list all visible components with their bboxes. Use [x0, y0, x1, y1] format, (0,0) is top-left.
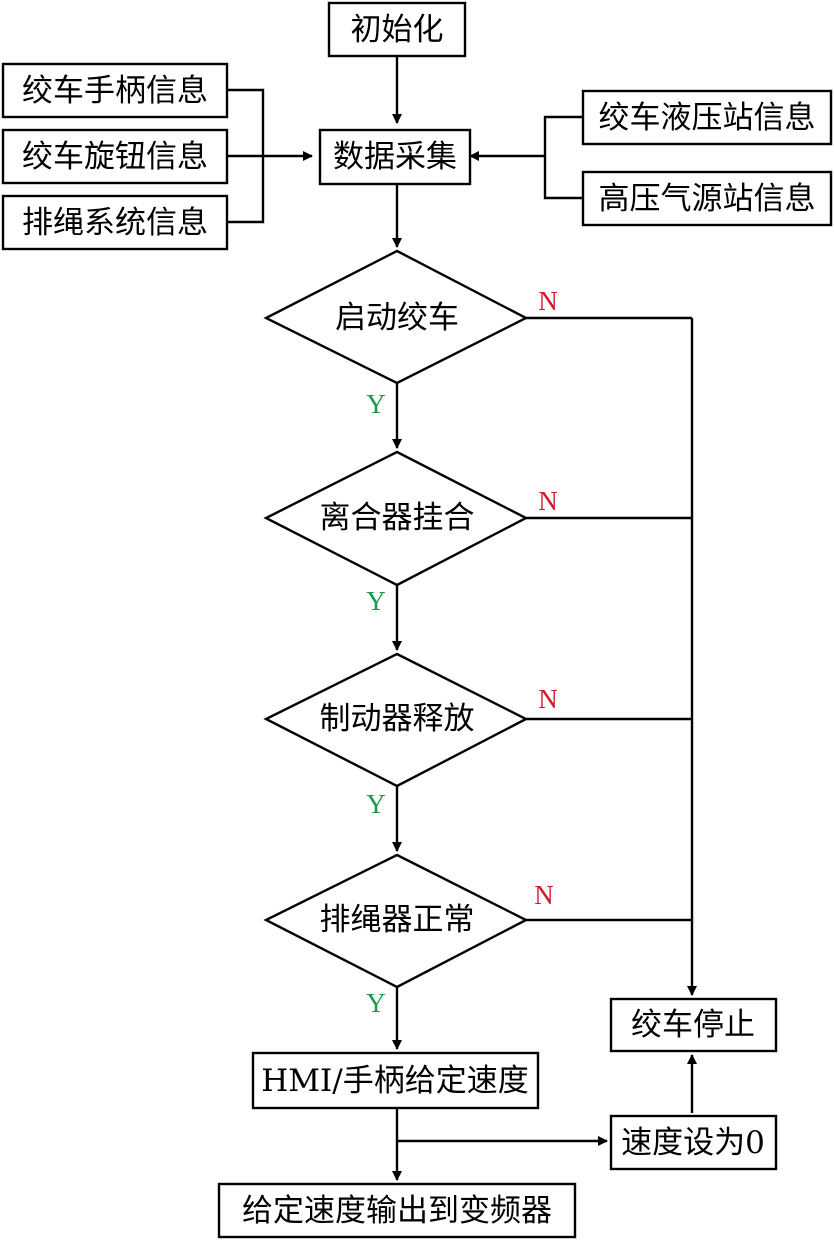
- hmi-speed-label: HMI/手柄给定速度: [261, 1063, 528, 1099]
- knob-info-label: 绞车旋钮信息: [22, 139, 208, 175]
- yes-label-clutch: Y: [366, 586, 386, 616]
- collect-box: 数据采集: [318, 128, 472, 186]
- knob-info-box: 绞车旋钮信息: [1, 128, 229, 185]
- no-label-start: N: [538, 286, 558, 316]
- clutch-decision: 离合器挂合: [263, 450, 529, 587]
- no-label-clutch: N: [538, 486, 558, 516]
- output-speed-box: 给定速度输出到变频器: [217, 1182, 577, 1239]
- rope-system-info-label: 排绳系统信息: [22, 205, 208, 241]
- air-source-info-box: 高压气源站信息: [581, 170, 833, 227]
- clutch-decision-label: 离合器挂合: [320, 500, 475, 536]
- init-label: 初始化: [351, 12, 444, 48]
- hydraulic-info-box: 绞车液压站信息: [581, 89, 833, 146]
- no-label-rope: N: [534, 880, 554, 910]
- handle-info-box: 绞车手柄信息: [1, 62, 229, 119]
- yes-label-brake: Y: [366, 789, 386, 819]
- yes-label-start: Y: [366, 389, 386, 419]
- air-source-info-label: 高压气源站信息: [599, 181, 816, 217]
- output-speed-label: 给定速度输出到变频器: [242, 1193, 552, 1229]
- branch-labels: Y Y Y Y N N N N: [366, 286, 558, 1018]
- right-inputs-bus: [543, 115, 583, 200]
- collect-label: 数据采集: [333, 139, 457, 175]
- rope-guide-decision-label: 排绳器正常: [320, 902, 475, 938]
- init-box: 初始化: [327, 1, 467, 58]
- winch-stop-label: 绞车停止: [631, 1007, 755, 1043]
- handle-info-label: 绞车手柄信息: [22, 73, 208, 109]
- connectors: [227, 56, 697, 1181]
- hmi-speed-box: HMI/手柄给定速度: [251, 1051, 540, 1110]
- yes-label-rope: Y: [366, 988, 386, 1018]
- no-label-brake: N: [538, 684, 558, 714]
- start-decision-label: 启动绞车: [335, 300, 459, 336]
- speed-zero-label: 速度设为0: [621, 1125, 765, 1161]
- start-decision: 启动绞车: [263, 249, 529, 385]
- rope-guide-decision: 排绳器正常: [263, 853, 529, 989]
- hydraulic-info-label: 绞车液压站信息: [599, 100, 816, 136]
- brake-decision-label: 制动器释放: [320, 701, 475, 737]
- rope-system-info-box: 排绳系统信息: [1, 194, 229, 251]
- speed-zero-box: 速度设为0: [609, 1114, 778, 1171]
- brake-decision: 制动器释放: [263, 652, 529, 788]
- winch-stop-box: 绞车停止: [609, 997, 778, 1053]
